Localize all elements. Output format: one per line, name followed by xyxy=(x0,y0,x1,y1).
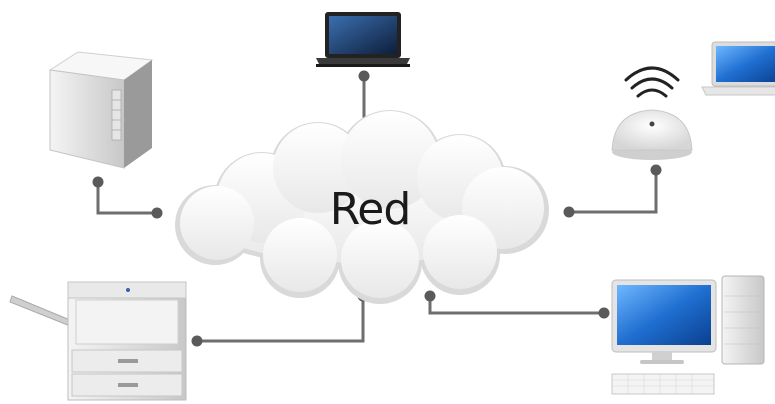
connector-printer xyxy=(197,296,365,343)
wifi-router-icon xyxy=(611,66,693,160)
cloud-icon xyxy=(175,110,549,304)
network-label: Red xyxy=(329,184,412,235)
connector-lines xyxy=(96,76,658,343)
laptop-icon xyxy=(316,12,410,67)
laptop-wireless-icon xyxy=(701,41,775,96)
connector-server xyxy=(96,182,157,215)
connector-router xyxy=(569,170,658,214)
desktop-computer-icon xyxy=(611,275,765,395)
tower-server-icon xyxy=(48,51,154,169)
printer-icon xyxy=(9,281,187,401)
connector-desktop xyxy=(428,296,604,315)
